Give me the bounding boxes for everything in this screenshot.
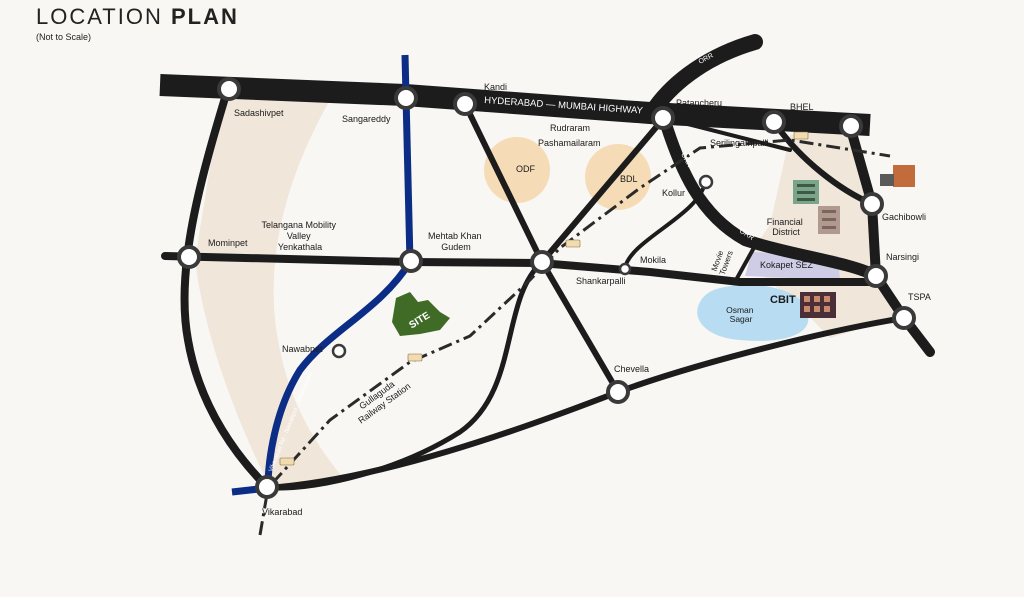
railway-line bbox=[258, 138, 891, 536]
label-pashamailaram: Pashamailaram bbox=[538, 138, 601, 148]
label-shankarpalli: Shankarpalli bbox=[576, 276, 626, 286]
label-gachibowli: Gachibowli bbox=[882, 212, 926, 222]
label-vikarabad: Vikarabad bbox=[262, 507, 302, 517]
train-icon bbox=[279, 131, 809, 466]
label-kokapet-sez: Kokapet SEZ bbox=[760, 260, 814, 270]
bhel-gachibowli-road bbox=[771, 119, 875, 207]
label-tmv-l2: Valley bbox=[287, 231, 311, 241]
osman-sagar-lake bbox=[697, 284, 809, 341]
page-title: LOCATION PLAN bbox=[36, 4, 239, 30]
building-icon-gachibowli bbox=[880, 165, 915, 187]
title-block: LOCATION PLAN (Not to Scale) bbox=[36, 4, 239, 42]
junction-mokila bbox=[618, 262, 632, 276]
label-tspa: TSPA bbox=[908, 292, 931, 302]
label-bhel: BHEL bbox=[790, 102, 814, 112]
mokila-kollur-road bbox=[623, 180, 707, 270]
label-mkg-l1: Mehtab Khan bbox=[428, 231, 482, 241]
label-chevella: Chevella bbox=[614, 364, 649, 374]
label-osman-sagar-l2: Sagar bbox=[730, 314, 753, 324]
junction-gachibowli bbox=[860, 192, 884, 216]
title-light: LOCATION bbox=[36, 4, 171, 29]
label-patancheru: Patancheru bbox=[676, 98, 722, 108]
junction-sadashivpet bbox=[217, 77, 241, 101]
label-nawabpet: Nawabpet bbox=[282, 344, 323, 354]
label-financial-district-l1: Financial bbox=[767, 217, 803, 227]
label-bdl: BDL bbox=[620, 174, 638, 184]
site-access-road bbox=[231, 54, 414, 496]
label-sadashivpet: Sadashivpet bbox=[234, 108, 284, 118]
main-east-west-road bbox=[161, 252, 879, 286]
junction-nawabpet bbox=[331, 343, 347, 359]
region-west-zone bbox=[195, 92, 345, 490]
junction-mehtab-khan-gudem bbox=[399, 249, 423, 273]
label-mominpet: Mominpet bbox=[208, 238, 248, 248]
label-telangana-mobility-valley: Telangana Mobility Valley Yenkathala bbox=[261, 220, 338, 252]
label-mkg-l2: Gudem bbox=[441, 242, 471, 252]
junction-kandi bbox=[453, 92, 477, 116]
building-icon bbox=[793, 165, 915, 318]
label-mehtab-khan-gudem: Mehtab Khan Gudem bbox=[428, 231, 484, 252]
junction-vikarabad bbox=[255, 475, 279, 499]
junction-bhel bbox=[762, 110, 786, 134]
junction-patancheru bbox=[651, 106, 675, 130]
patancheru-shankarpalli-road bbox=[539, 115, 667, 265]
junction-sangareddy bbox=[394, 86, 418, 110]
label-financial-district-l2: District bbox=[772, 227, 800, 237]
building-icon-cbit bbox=[800, 292, 836, 318]
scale-note: (Not to Scale) bbox=[36, 32, 92, 42]
hyderabad-mumbai-highway bbox=[159, 74, 871, 136]
serilingampalli-road bbox=[662, 116, 792, 152]
junction-tspa bbox=[892, 306, 916, 330]
label-mokila: Mokila bbox=[640, 255, 666, 265]
label-financial-district: Financial District bbox=[767, 217, 806, 237]
label-narsingi: Narsingi bbox=[886, 252, 919, 262]
site-marker bbox=[392, 292, 450, 336]
odf-area bbox=[484, 137, 550, 203]
junction-gachibowli-north bbox=[839, 114, 863, 138]
label-cbit: CBIT bbox=[770, 294, 796, 306]
label-rudraram: Rudraram bbox=[550, 123, 590, 133]
label-serilingampalli: Serilingampalli bbox=[710, 138, 769, 148]
label-kollur: Kollur bbox=[662, 188, 685, 198]
junction-chevella bbox=[606, 380, 630, 404]
label-movie-towers: Movie Towers bbox=[709, 246, 735, 276]
junction-narsingi bbox=[864, 264, 888, 288]
label-osman-sagar-l1: Osman bbox=[726, 305, 754, 315]
label-odf: ODF bbox=[516, 164, 536, 174]
building-icon-financial bbox=[793, 180, 840, 234]
movie-towers-road bbox=[734, 242, 758, 282]
label-tmv-l3: Yenkathala bbox=[278, 242, 322, 252]
junction-mominpet bbox=[177, 245, 201, 269]
label-tmv-l1: Telangana Mobility bbox=[261, 220, 336, 230]
label-kandi: Kandi bbox=[484, 82, 507, 92]
junction-shankarpalli bbox=[530, 250, 554, 274]
sadashivpet-vikarabad-road bbox=[180, 84, 272, 492]
orr-north-branch bbox=[647, 34, 763, 116]
label-sangareddy: Sangareddy bbox=[342, 114, 391, 124]
label-osman-sagar: Osman Sagar bbox=[726, 305, 756, 324]
junction-kollur bbox=[698, 174, 714, 190]
title-bold: PLAN bbox=[170, 4, 239, 29]
